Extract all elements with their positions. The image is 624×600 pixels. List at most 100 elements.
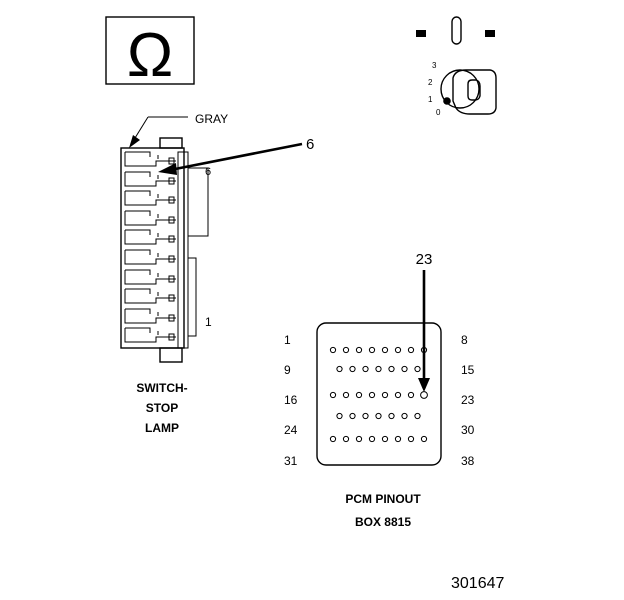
key-position-label: 1 xyxy=(428,95,433,104)
pcm-pin xyxy=(336,365,343,373)
figure-number: 301647 xyxy=(451,575,504,592)
switch-pin-label-bottom: 1 xyxy=(205,315,212,329)
connector-side-rail xyxy=(177,151,189,349)
pcm-pin xyxy=(342,391,350,399)
terminal-cavity xyxy=(124,288,176,304)
terminal-cavity xyxy=(124,249,176,265)
pcm-pin xyxy=(368,391,376,399)
pcm-pin xyxy=(420,435,428,443)
indicator-left-icon xyxy=(416,30,426,37)
terminal-cavity xyxy=(124,171,176,187)
pcm-title: PCM PINOUT BOX 8815 xyxy=(345,492,421,529)
pcm-pin xyxy=(336,412,343,420)
key-icon xyxy=(452,69,497,115)
switch-title-line: SWITCH- xyxy=(136,381,187,395)
switch-callout-number: 6 xyxy=(306,136,314,153)
pcm-pin xyxy=(394,391,402,399)
terminal-cavity xyxy=(124,190,176,206)
pcm-pin-grid xyxy=(329,346,428,443)
pcm-pin xyxy=(388,365,395,373)
pcm-left-pin-label: 1 xyxy=(284,333,291,347)
pcm-pin xyxy=(349,412,356,420)
key-position-label: 3 xyxy=(432,61,437,70)
omega-symbol-icon: Ω xyxy=(127,21,173,90)
key-position-label: 0 xyxy=(436,108,441,117)
switch-pin-label-top: 6 xyxy=(205,166,211,178)
pcm-pin xyxy=(342,346,350,354)
pcm-pin xyxy=(394,346,402,354)
pcm-pin xyxy=(362,412,369,420)
key-position-label: 2 xyxy=(428,78,433,87)
pcm-pin xyxy=(329,391,337,399)
pcm-pin xyxy=(368,346,376,354)
slot-icon xyxy=(451,16,462,45)
pcm-pin xyxy=(342,435,350,443)
pcm-title-line: BOX 8815 xyxy=(355,515,411,529)
gray-leader-line xyxy=(134,116,149,139)
connector-bracket-upper xyxy=(188,167,209,237)
pcm-pin xyxy=(388,412,395,420)
pcm-pin xyxy=(355,346,363,354)
connector-bracket-lower xyxy=(188,257,197,337)
pcm-right-pin-label: 23 xyxy=(461,393,475,407)
ohmmeter-symbol: Ω xyxy=(105,16,195,90)
pcm-pin xyxy=(401,365,408,373)
pcm-pin xyxy=(401,412,408,420)
key-position-dot xyxy=(443,97,451,105)
pcm-left-labels: 1 9 16 24 31 xyxy=(284,333,298,468)
pcm-left-pin-label: 31 xyxy=(284,454,298,468)
terminal-cavity xyxy=(124,210,176,226)
indicator-right-icon xyxy=(485,30,495,37)
pcm-pin xyxy=(355,391,363,399)
pcm-pin-highlighted xyxy=(420,391,428,399)
pcm-pin xyxy=(368,435,376,443)
pcm-connector-outline xyxy=(316,322,442,466)
terminal-cavity xyxy=(124,151,176,167)
pcm-pin xyxy=(349,365,356,373)
stop-lamp-switch-connector: GRAY 6 6 1 xyxy=(120,112,314,363)
pcm-pin xyxy=(355,435,363,443)
pcm-right-pin-label: 38 xyxy=(461,454,475,468)
connector-body xyxy=(120,147,185,349)
pcm-pin xyxy=(394,435,402,443)
callout-6-arrow xyxy=(169,142,303,172)
terminal-cavity xyxy=(124,269,176,285)
pcm-left-pin-label: 9 xyxy=(284,363,291,377)
pcm-right-pin-label: 30 xyxy=(461,423,475,437)
lock-cylinder-icon xyxy=(440,69,480,109)
pcm-right-pin-label: 8 xyxy=(461,333,468,347)
switch-title: SWITCH- STOP LAMP xyxy=(136,381,187,435)
gray-arrowhead-icon xyxy=(129,135,140,148)
pcm-title-line: PCM PINOUT xyxy=(345,492,421,506)
pcm-pin xyxy=(407,391,415,399)
terminal-cavity xyxy=(124,308,176,324)
pcm-pin xyxy=(407,346,415,354)
pcm-pin xyxy=(381,346,389,354)
key-switch-illustration: 3 2 1 0 xyxy=(416,16,497,117)
pcm-pin xyxy=(407,435,415,443)
wire-color-label: GRAY xyxy=(195,112,228,126)
pcm-pin xyxy=(362,365,369,373)
pcm-pin xyxy=(329,346,337,354)
pcm-pinout: 1 9 16 24 31 8 15 23 30 38 23 xyxy=(284,251,475,468)
pcm-pin xyxy=(381,435,389,443)
pcm-pin xyxy=(329,435,337,443)
pcm-pin xyxy=(414,412,421,420)
connector-bottom-tab xyxy=(159,347,183,363)
pcm-callout-arrowhead-icon xyxy=(418,378,430,392)
callout-6-arrowhead-icon xyxy=(158,163,177,175)
terminal-cavity xyxy=(124,229,176,245)
connector-top-tab xyxy=(159,137,183,149)
pcm-callout-number: 23 xyxy=(416,251,433,268)
pcm-pin xyxy=(375,365,382,373)
pcm-pin xyxy=(375,412,382,420)
pcm-right-labels: 8 15 23 30 38 xyxy=(461,333,475,468)
pcm-right-pin-label: 15 xyxy=(461,363,475,377)
pcm-left-pin-label: 24 xyxy=(284,423,298,437)
switch-title-line: LAMP xyxy=(145,421,179,435)
pcm-left-pin-label: 16 xyxy=(284,393,298,407)
pcm-pin xyxy=(414,365,421,373)
switch-title-line: STOP xyxy=(146,401,178,415)
pcm-pin xyxy=(381,391,389,399)
